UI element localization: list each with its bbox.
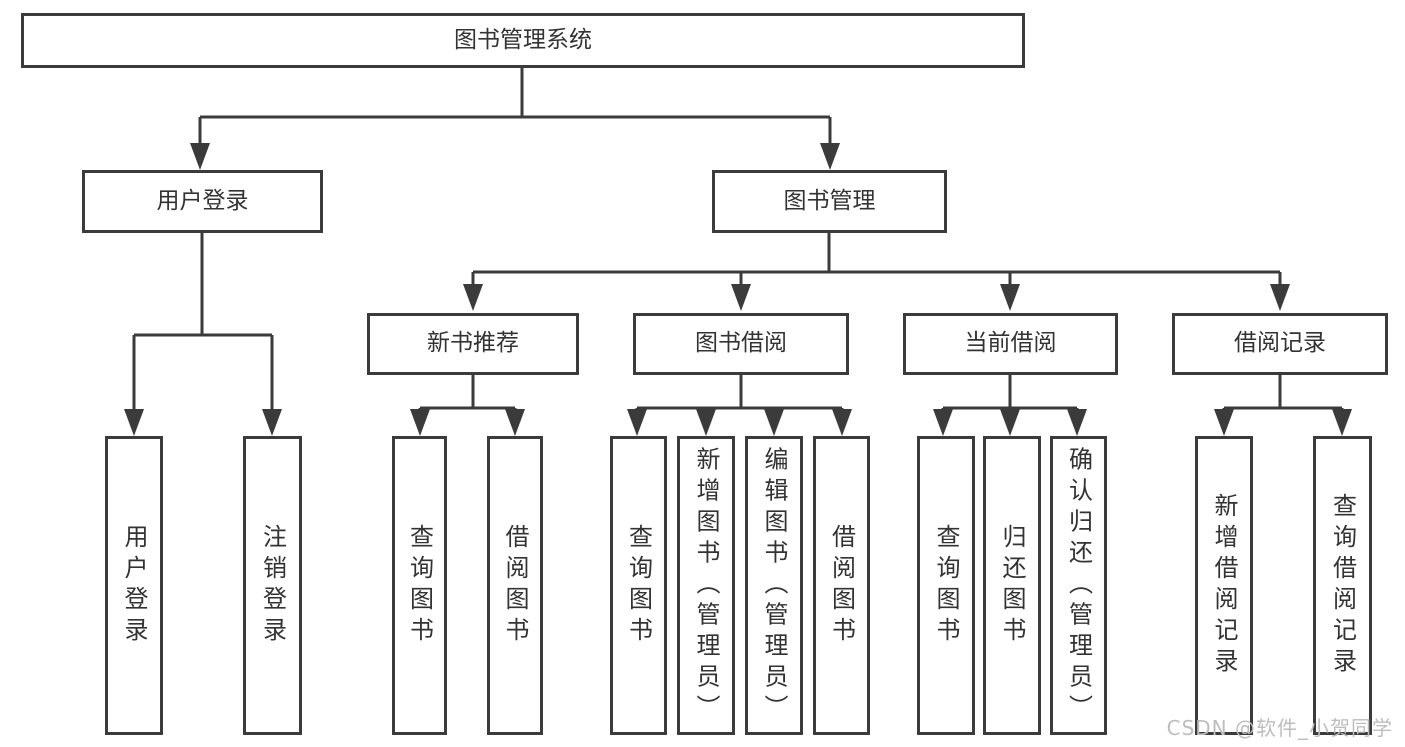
leaf-query-books-current-label: 查询图书 [932,523,960,648]
node-new-book-recommend-label: 新书推荐 [427,330,519,357]
leaf-query-books-recommend-label: 查询图书 [405,523,434,648]
node-book-borrow: 图书借阅 [633,313,849,375]
leaf-confirm-return-admin: 确认归还（管理员） [1050,436,1107,735]
node-borrow-records: 借阅记录 [1172,313,1388,375]
leaf-edit-book-admin: 编辑图书（管理员） [745,436,803,735]
leaf-query-books-borrow-label: 查询图书 [624,523,653,648]
leaf-add-borrow-record: 新增借阅记录 [1195,436,1253,735]
node-user-login-group-label: 用户登录 [156,187,249,214]
node-user-login-group: 用户登录 [82,170,323,233]
leaf-logout-label: 注销登录 [258,523,287,648]
leaf-edit-book-admin-label: 编辑图书（管理员） [760,446,788,725]
leaf-add-borrow-record-label: 新增借阅记录 [1210,492,1238,679]
node-borrow-records-label: 借阅记录 [1234,330,1326,357]
leaf-query-books-current: 查询图书 [917,436,975,735]
node-new-book-recommend: 新书推荐 [367,313,579,375]
leaf-borrow-books-recommend: 借阅图书 [487,436,543,735]
csdn-watermark: CSDN @软件_小贺同学 [1166,716,1393,740]
leaf-confirm-return-admin-label: 确认归还（管理员） [1064,446,1093,725]
leaf-query-books-recommend: 查询图书 [392,436,447,735]
node-library-system-label: 图书管理系统 [454,26,592,53]
node-library-system: 图书管理系统 [21,13,1025,68]
node-current-borrow-label: 当前借阅 [964,330,1057,357]
leaf-query-books-borrow: 查询图书 [610,436,667,735]
leaf-add-book-admin-label: 新增图书（管理员） [692,446,720,725]
leaf-user-login-label: 用户登录 [120,523,148,648]
node-book-borrow-label: 图书借阅 [695,330,787,357]
leaf-add-book-admin: 新增图书（管理员） [677,436,735,735]
leaf-query-borrow-record: 查询借阅记录 [1313,436,1372,735]
node-book-management-label: 图书管理 [783,187,876,214]
leaf-return-book-label: 归还图书 [998,523,1026,648]
node-current-borrow: 当前借阅 [903,313,1118,375]
leaf-borrow-books-recommend-label: 借阅图书 [501,523,529,648]
leaf-borrow-books: 借阅图书 [813,436,870,735]
leaf-borrow-books-label: 借阅图书 [827,523,856,648]
leaf-logout: 注销登录 [243,436,302,735]
leaf-query-borrow-record-label: 查询借阅记录 [1328,492,1357,679]
leaf-user-login: 用户登录 [105,436,163,735]
leaf-return-book: 归还图书 [983,436,1041,735]
node-book-management: 图书管理 [712,170,947,233]
